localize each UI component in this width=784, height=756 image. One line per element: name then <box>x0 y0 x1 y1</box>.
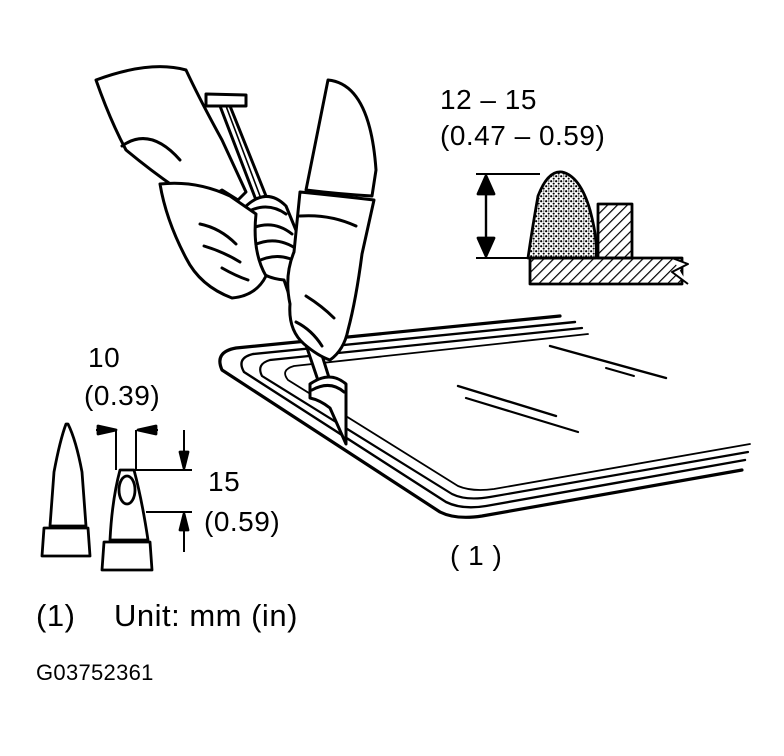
nozzle-width-value: 10 <box>88 342 121 373</box>
windshield-glass-icon <box>218 314 751 519</box>
caulking-gun-icon <box>94 65 378 446</box>
bead-height-range-inches: (0.47 – 0.59) <box>440 120 606 151</box>
legend-unit-text: Unit: mm (in) <box>114 598 298 633</box>
bead-height-range: 12 – 15 <box>440 84 537 115</box>
legend-number: (1) <box>36 598 76 633</box>
adhesive-bead-icon <box>476 170 689 286</box>
callout-number: ( 1 ) <box>450 540 503 571</box>
nozzle-width-value-inches: (0.39) <box>84 380 161 411</box>
nozzle-height-value: 15 <box>208 466 241 497</box>
figure-id: G03752361 <box>36 660 154 685</box>
nozzle-icon <box>40 422 192 572</box>
nozzle-height-value-inches: (0.59) <box>204 506 281 537</box>
